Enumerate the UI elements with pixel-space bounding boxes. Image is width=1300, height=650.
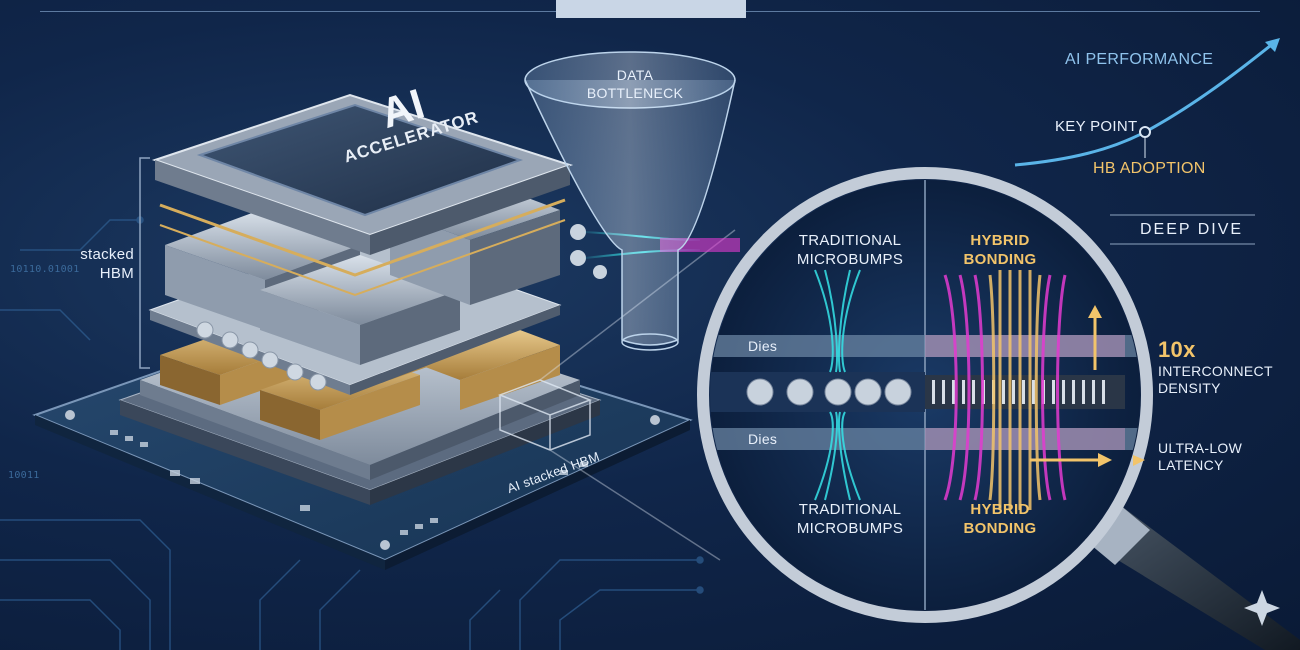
key-point-label: KEY POINT [1055,118,1138,135]
hybrid-bottom-line1: HYBRID [970,501,1030,518]
stacked-hbm-label: stacked HBM [80,246,134,282]
dies-top-label: Dies [748,338,778,354]
traditional-top-label: TRADITIONAL MICROBUMPS [775,231,925,269]
magnifier-handle [1085,505,1300,650]
funnel-label-line2: BOTTLENECK [586,85,684,101]
ai-performance-label: AI PERFORMANCE [1065,51,1214,68]
traditional-top-line1: TRADITIONAL [798,232,902,249]
hybrid-top-label: HYBRID BONDING [935,231,1065,269]
density-value: 10x [1158,337,1196,362]
hybrid-bottom-line2: BONDING [963,520,1037,537]
density-callout: 10x INTERCONNECT DENSITY [1158,337,1273,397]
top-tab-marker [556,0,746,18]
circuit-traces [0,216,704,650]
density-line1: INTERCONNECT [1158,363,1273,379]
latency-line2: LATENCY [1158,457,1224,473]
funnel-label-line1: DATA [616,67,654,83]
hybrid-bottom-label: HYBRID BONDING [935,500,1065,538]
binary-text-2: 10011 [8,470,40,481]
latency-arrow [1133,455,1145,466]
funnel-graphic [524,51,736,351]
hb-adoption-label: HB ADOPTION [1093,160,1206,177]
zoom-outline-box [497,229,736,561]
density-line2: DENSITY [1158,380,1221,396]
dies-bottom-label: Dies [748,431,778,447]
hybrid-top-line2: BONDING [963,251,1037,268]
performance-trend [1014,38,1280,167]
deep-dive-rule [1110,214,1255,245]
binary-text-1: 10110.01001 [10,264,80,275]
latency-line1: ULTRA-LOW [1158,440,1243,456]
funnel-label: DATA BOTTLENECK [580,66,690,102]
magnifier-lens [697,167,1153,623]
traditional-bottom-line1: TRADITIONAL [798,501,902,518]
hybrid-top-line1: HYBRID [970,232,1030,249]
traditional-bottom-label: TRADITIONAL MICROBUMPS [775,500,925,538]
deep-dive-label: DEEP DIVE [1140,221,1244,238]
sparkle-icon [1244,590,1280,626]
traditional-top-line2: MICROBUMPS [796,251,904,268]
latency-callout: ULTRA-LOW LATENCY [1158,440,1242,474]
stack-bracket [139,157,150,369]
traditional-bottom-line2: MICROBUMPS [796,520,904,537]
hbm-stack [118,93,602,505]
